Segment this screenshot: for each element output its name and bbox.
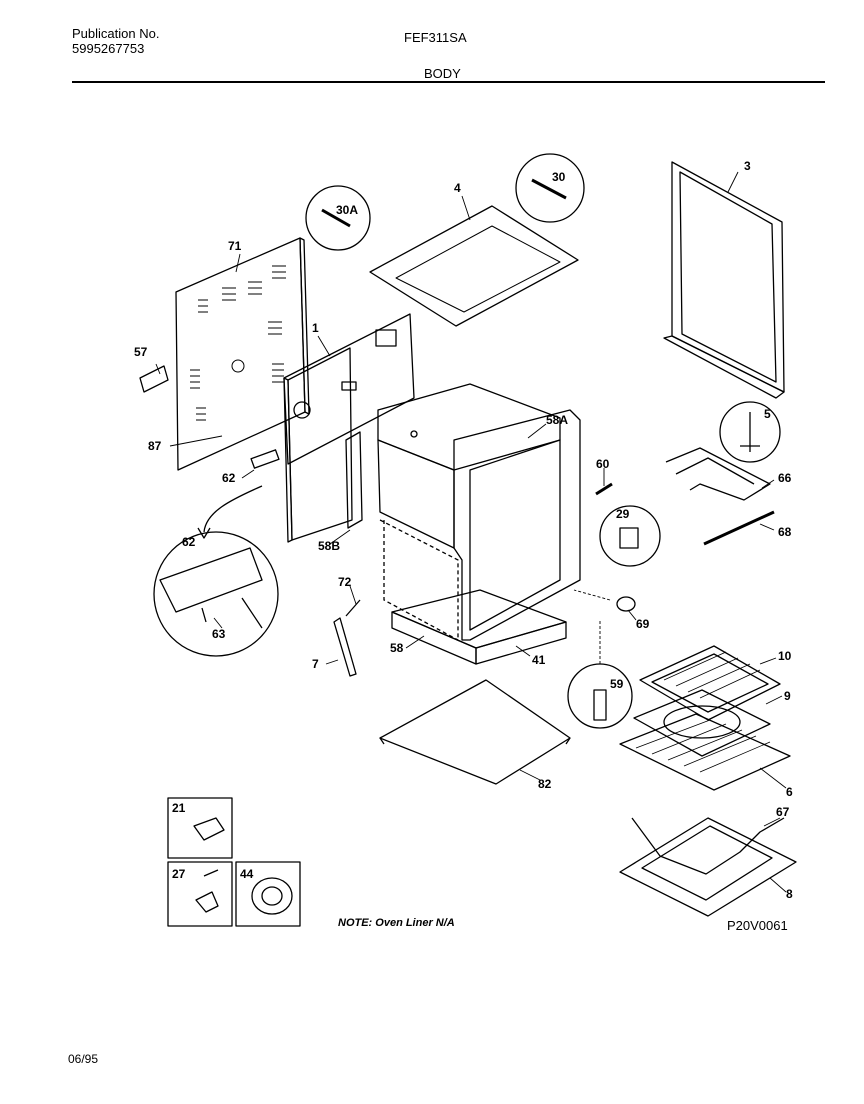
callout-label: 82 (538, 777, 552, 791)
part-58-bottom-pan (391, 589, 567, 665)
part-4-top-panel (369, 205, 579, 327)
inset-59 (567, 663, 633, 729)
model-number: FEF311SA (404, 30, 467, 45)
callout-label: 58B (318, 539, 340, 553)
inset-30 (515, 153, 585, 223)
part-7-handle (333, 599, 361, 677)
callout-label: 60 (596, 457, 610, 471)
part-58b-strip (345, 431, 363, 529)
inset-5 (719, 401, 781, 463)
part-69-plug (616, 596, 636, 612)
callout-label: 3 (744, 159, 751, 173)
callout-label: 63 (212, 627, 226, 641)
part-82-tray (379, 679, 571, 785)
callout-label: 58A (546, 413, 568, 427)
callout-label: 59 (610, 677, 624, 691)
callout-label: 29 (616, 507, 630, 521)
part-68-strip (703, 510, 775, 546)
box-21 (167, 797, 233, 859)
callout-label: 87 (148, 439, 162, 453)
callout-label: 30A (336, 203, 358, 217)
callout-label: 69 (636, 617, 650, 631)
header-rule (72, 81, 825, 83)
callout-label: 6 (786, 785, 793, 799)
drawing-id: P20V0061 (727, 918, 788, 933)
inset-62-detail (153, 531, 279, 657)
part-62-block (250, 449, 280, 469)
section-title: BODY (424, 66, 461, 81)
callout-label: 30 (552, 170, 566, 184)
part-8-frame (619, 817, 797, 917)
publication-number: 5995267753 (72, 41, 145, 56)
part-60-clip (595, 482, 613, 496)
callout-label: 5 (764, 407, 771, 421)
callout-label: 7 (312, 657, 319, 671)
part-66-heater (665, 447, 771, 501)
callout-label: 58 (390, 641, 404, 655)
oven-body (377, 383, 581, 641)
callout-label: 27 (172, 867, 186, 881)
callout-label: 62 (222, 471, 236, 485)
callout-label: 57 (134, 345, 148, 359)
callout-label: 41 (532, 653, 546, 667)
part-67-element (631, 817, 785, 875)
inset-29 (599, 505, 661, 567)
part-57-plate (139, 365, 169, 393)
box-44 (235, 861, 301, 927)
callout-label: 9 (784, 689, 791, 703)
part-6-rack (619, 713, 791, 791)
callout-label: 62 (182, 535, 196, 549)
callout-label: 44 (240, 867, 254, 881)
part-3-frame (663, 161, 785, 399)
part-1-side-panel (283, 313, 415, 543)
part-10-insert (639, 645, 781, 721)
callout-labels: 3 4 30 30A 71 1 57 87 62 58A 5 60 66 68 … (134, 159, 793, 901)
date-label: 06/95 (68, 1052, 99, 1066)
callout-label: 67 (776, 805, 790, 819)
note-text: NOTE: Oven Liner N/A (338, 917, 455, 929)
box-27 (167, 861, 233, 927)
callout-label: 21 (172, 801, 186, 815)
callout-label: 71 (228, 239, 242, 253)
callout-label: 68 (778, 525, 792, 539)
publication-label: Publication No. (72, 26, 160, 41)
inset-30A (305, 185, 371, 251)
callout-label: 66 (778, 471, 792, 485)
callout-label: 8 (786, 887, 793, 901)
callout-label: 10 (778, 649, 792, 663)
callout-label: 72 (338, 575, 352, 589)
callout-label: 4 (454, 181, 461, 195)
callout-label: 1 (312, 321, 319, 335)
